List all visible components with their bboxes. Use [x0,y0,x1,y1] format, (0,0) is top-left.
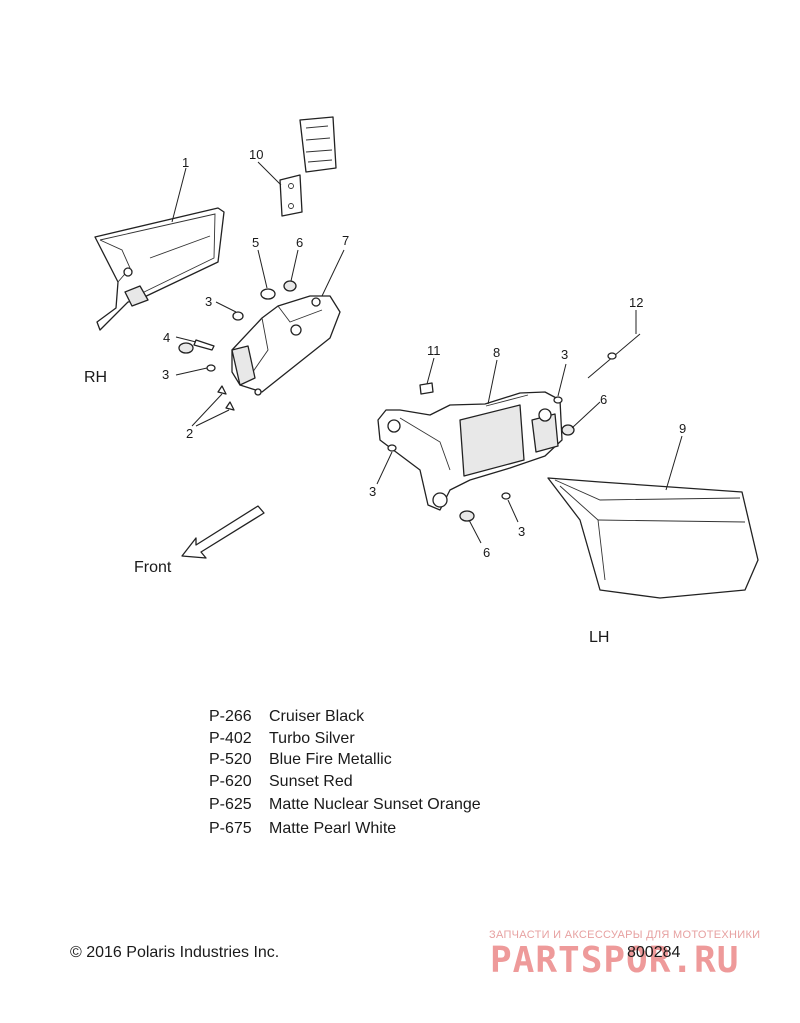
part-1-rh-side-panel [94,207,225,331]
callout-9: 9 [679,421,686,436]
callout-6: 6 [483,545,490,560]
rh-hardware [178,280,297,411]
paint-code: P-675 [209,819,252,837]
callout-3: 3 [205,294,212,309]
callout-7: 7 [342,233,349,248]
part-9-lh-side-panel [547,477,759,599]
callout-1: 1 [182,155,189,170]
part-7-rh-bracket [231,295,341,396]
paint-code: P-620 [209,772,252,790]
callout-10: 10 [249,147,263,162]
paint-code: P-402 [209,729,252,747]
part-10-bracket [279,116,337,217]
callout-5: 5 [252,235,259,250]
paint-name: Cruiser Black [269,708,365,725]
callout-12: 12 [629,295,643,310]
lh-label: LH [589,629,609,646]
callout-4: 4 [163,330,170,345]
paint-name: Blue Fire Metallic [269,751,392,768]
callout-2: 2 [186,426,193,441]
part-8-lh-bracket [377,391,563,511]
callout-6: 6 [600,392,607,407]
lh-hardware [387,382,575,522]
callout-6: 6 [296,235,303,250]
callout-11: 11 [427,343,441,358]
paint-name: Turbo Silver [269,729,355,747]
paint-code: P-625 [209,796,252,813]
callout-3: 3 [518,524,525,539]
rh-label: RH [84,369,107,386]
paint-code: P-520 [209,751,252,768]
callout-3: 3 [162,367,169,382]
paint-code-item: P-625 Matte Nuclear Sunset Orange [209,794,481,816]
callout-8: 8 [493,345,500,360]
paint-code-item: P-520 Blue Fire Metallic [209,749,481,771]
watermark-logo: PARTSPOR.RU [490,940,740,981]
paint-name: Sunset Red [269,772,353,790]
paint-code: P-266 [209,708,252,725]
copyright-notice: © 2016 Polaris Industries Inc. [70,944,280,961]
part-12-cable-tie [587,333,641,379]
paint-code-item: P-620 Sunset Red [209,771,481,793]
callout-3: 3 [561,347,568,362]
paint-code-item: P-675 Matte Pearl White [209,818,481,840]
front-label: Front [134,559,172,576]
paint-name: Matte Pearl White [269,819,397,837]
leader-lines [171,161,683,544]
callout-3: 3 [369,484,376,499]
front-arrow [181,505,265,559]
paint-code-item: P-402 Turbo Silver [209,728,481,750]
paint-code-item: P-266 Cruiser Black [209,706,481,728]
diagram-number: 800284 [627,944,681,961]
paint-name: Matte Nuclear Sunset Orange [269,796,481,813]
paint-code-list: P-266 Cruiser Black P-402 Turbo Silver P-5… [209,706,481,839]
watermark-tagline: ЗАПЧАСТИ И АКСЕССУАРЫ ДЛЯ МОТОТЕХНИКИ [489,929,761,941]
